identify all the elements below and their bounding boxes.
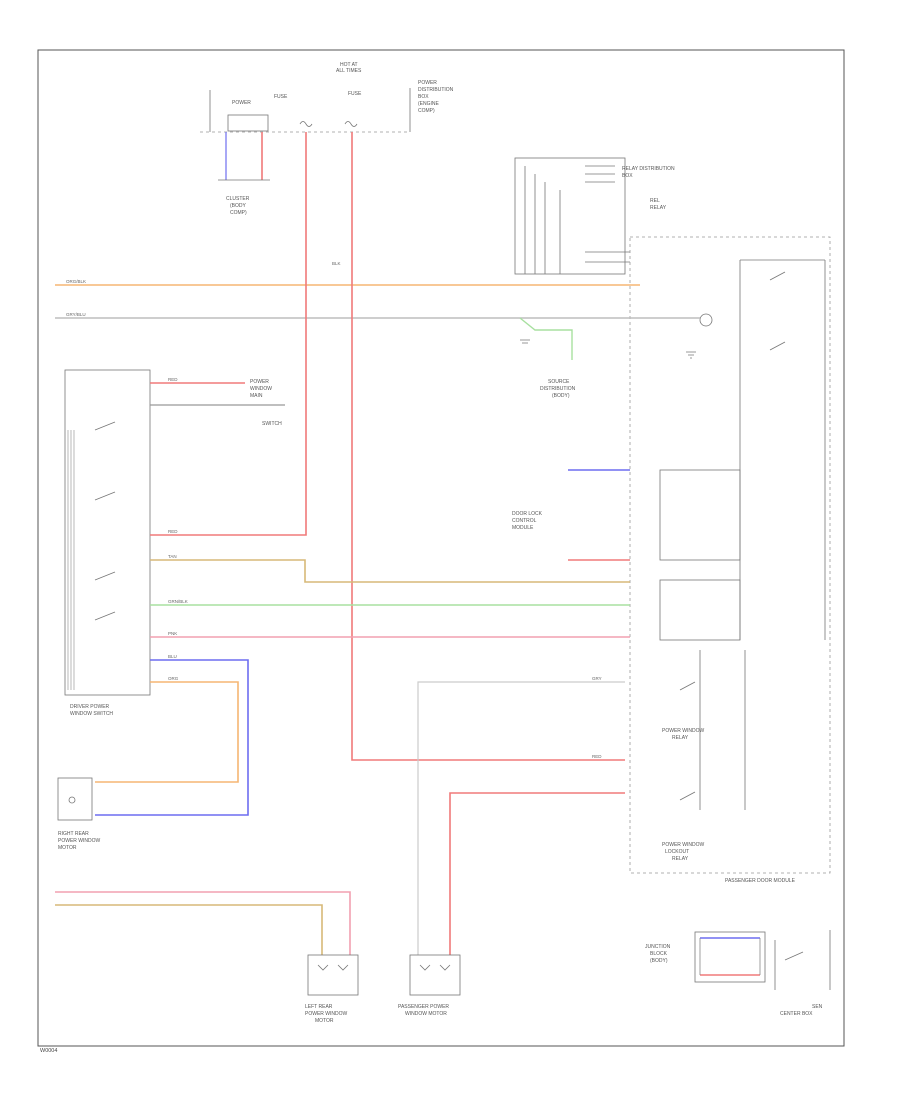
relay-2-label: POWER WINDOW xyxy=(662,842,704,848)
fuse-right-label-3: BOX xyxy=(418,94,429,100)
relay-1b-label: RELAY xyxy=(672,735,689,741)
wire-label-pink: PNK xyxy=(168,631,177,636)
fuse-right-label-2: DISTRIBUTION xyxy=(418,87,454,93)
lr-motor-label-1: LEFT REAR xyxy=(305,1004,333,1010)
rr-motor-label-3: MOTOR xyxy=(58,845,77,851)
left-relay-label-3: MAIN xyxy=(250,393,263,399)
fuse-top-label-2: ALL TIMES xyxy=(336,68,362,74)
br-label-5: CENTER BOX xyxy=(780,1011,813,1017)
passenger-door-module-label: PASSENGER DOOR MODULE xyxy=(725,878,796,884)
wire-label-red-2: RED xyxy=(168,529,178,534)
wire-label-blue: BLU xyxy=(168,654,177,659)
wire-label-red-1: RED xyxy=(168,377,178,382)
junction-label-1: SOURCE xyxy=(548,379,570,385)
wire-green-junction xyxy=(519,317,573,360)
wire-pink-bottom xyxy=(55,891,351,955)
fuse-top-label: HOT AT xyxy=(340,62,358,68)
relay-2b-label: LOCKOUT xyxy=(665,849,689,855)
wire-tan xyxy=(150,559,630,583)
relay-distribution-box: RELAY DISTRIBUTION BOX REL RELAY xyxy=(514,157,675,275)
br-label-3: (BODY) xyxy=(650,958,668,964)
fuse-right-label-5: COMP) xyxy=(418,108,435,114)
cluster-component: CLUSTER (BODY COMP) xyxy=(218,132,270,216)
lr-motor-label-2: POWER WINDOW xyxy=(305,1011,347,1017)
left-relay-label-2: WINDOW xyxy=(250,386,272,392)
junction-label-2: DISTRIBUTION xyxy=(540,386,576,392)
wires: ORG/BLK GRY/BLU xyxy=(55,132,761,976)
cluster-label-2: (BODY xyxy=(230,203,247,209)
wire-red-passenger xyxy=(449,792,625,955)
fuse-right-label-4: (ENGINE xyxy=(418,101,440,107)
fuse-right-label-1: POWER xyxy=(418,80,437,86)
left-relay-label-1: POWER xyxy=(250,379,269,385)
passenger-door-module: PASSENGER DOOR MODULE POWER WINDOW RELAY… xyxy=(629,236,831,884)
wire-label-orange-2: ORG xyxy=(168,676,179,681)
relay-box-label-1: RELAY DISTRIBUTION xyxy=(622,166,675,172)
power-window-relay-left: POWER WINDOW MAIN SWITCH xyxy=(250,379,282,427)
fuse-block-top: HOT AT ALL TIMES POWER FUSE FUSE POWER D… xyxy=(200,62,454,133)
center-module-label-3: MODULE xyxy=(512,525,534,531)
wire-red-fuse-main xyxy=(351,132,625,761)
main-switch-label-2: WINDOW SWITCH xyxy=(70,711,113,717)
wire-tan-bottom xyxy=(55,904,323,955)
relay-2c-label: RELAY xyxy=(672,856,689,862)
cluster-label-1: CLUSTER xyxy=(226,196,250,202)
footer-code: W0004 xyxy=(40,1048,57,1054)
wire-label-orange: ORG/BLK xyxy=(66,279,86,284)
wire-red-to-switch xyxy=(150,132,307,536)
wire-label-green: GRN/BLK xyxy=(168,599,188,604)
pass-motor-label-1: PASSENGER POWER xyxy=(398,1004,449,1010)
fuse-b-label: FUSE xyxy=(348,91,362,97)
relay-box-label-2: BOX xyxy=(622,173,633,179)
cluster-label-3: COMP) xyxy=(230,210,247,216)
center-module-label-1: DOOR LOCK xyxy=(512,511,543,517)
passenger-window-motor: PASSENGER POWER WINDOW MOTOR xyxy=(398,954,461,1017)
pass-motor-label-2: WINDOW MOTOR xyxy=(405,1011,447,1017)
ground-symbols xyxy=(520,339,696,359)
center-module-label-2: CONTROL xyxy=(512,518,537,524)
relay-1-label: POWER WINDOW xyxy=(662,728,704,734)
wire-label-tan: TAN xyxy=(168,554,177,559)
wire-label-blk: BLK xyxy=(332,261,341,266)
left-relay-label-4: SWITCH xyxy=(262,421,282,427)
left-rear-window-motor: LEFT REAR POWER WINDOW MOTOR xyxy=(305,954,359,1024)
door-lock-control-module: DOOR LOCK CONTROL MODULE xyxy=(512,511,543,531)
wire-gray-passenger xyxy=(417,681,625,955)
wire-orange-rear xyxy=(95,681,239,783)
diagram-frame xyxy=(37,49,845,1047)
lr-motor-label-3: MOTOR xyxy=(315,1018,334,1024)
junction-label-3: (BODY) xyxy=(552,393,570,399)
wire-label-red-3: RED xyxy=(592,754,602,759)
main-switch-label-1: DRIVER POWER xyxy=(70,704,110,710)
br-label-2: BLOCK xyxy=(650,951,668,957)
wire-blue-rear xyxy=(95,659,249,816)
right-rear-window-motor: RIGHT REAR POWER WINDOW MOTOR xyxy=(57,777,100,851)
wire-label-gray: GRY/BLU xyxy=(66,312,86,317)
br-label-1: JUNCTION xyxy=(645,944,671,950)
rr-motor-label-2: POWER WINDOW xyxy=(58,838,100,844)
power-window-main-switch: DRIVER POWER WINDOW SWITCH xyxy=(64,369,151,717)
fuse-a-label: FUSE xyxy=(274,94,288,100)
power-box-label: POWER xyxy=(232,100,251,106)
source-distribution-junction: SOURCE DISTRIBUTION (BODY) xyxy=(540,379,576,399)
wire-label-gray-2: GRY xyxy=(592,676,602,681)
relay-box-label-4: RELAY xyxy=(650,205,667,211)
relay-box-label-3: REL xyxy=(650,198,660,204)
br-label-4: SEN xyxy=(812,1004,823,1010)
rr-motor-label-1: RIGHT REAR xyxy=(58,831,89,837)
junction-block-bottom-right: JUNCTION BLOCK (BODY) SEN CENTER BOX xyxy=(645,930,831,1017)
